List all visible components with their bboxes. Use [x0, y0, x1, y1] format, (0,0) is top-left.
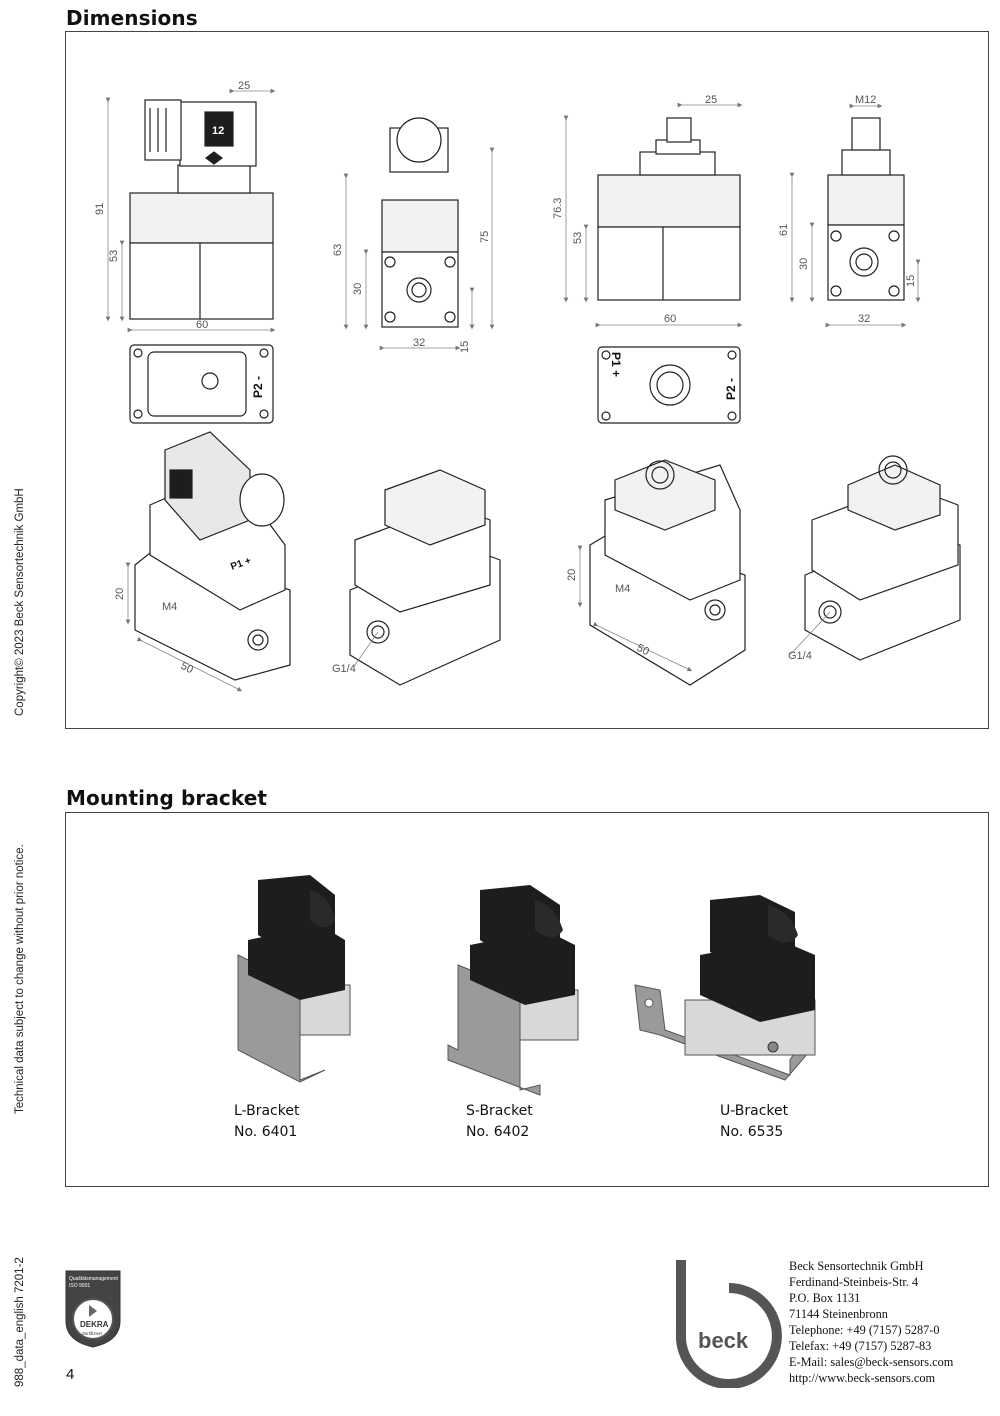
- cert-status: Zertifiziert: [82, 1331, 103, 1336]
- cert-line2: ISO 9001: [69, 1283, 90, 1289]
- company-address: Beck Sensortechnik GmbH Ferdinand-Steinb…: [789, 1258, 953, 1386]
- dim-15b: 15: [905, 275, 917, 287]
- bracket-number: No. 6402: [466, 1124, 530, 1140]
- dim-m12: M12: [855, 94, 876, 106]
- dim-60b: 60: [664, 313, 676, 325]
- iso-view-1: [134, 431, 291, 681]
- company-name: Beck Sensortechnik GmbH: [789, 1259, 924, 1273]
- drawing-side-m12: [597, 117, 741, 301]
- company-telefax: Telefax: +49 (7157) 5287-83: [789, 1339, 932, 1353]
- dim-61: 61: [778, 224, 790, 236]
- bracket-name: U-Bracket: [720, 1103, 789, 1119]
- dim-32b: 32: [858, 313, 870, 325]
- dim-25a: 25: [238, 80, 250, 92]
- connector-mark: 12: [212, 125, 224, 137]
- drawing-front-din: [381, 117, 459, 328]
- dim-32a: 32: [413, 337, 425, 349]
- dim-15a: 15: [459, 341, 471, 353]
- drawing-bottom-din: [129, 344, 274, 424]
- company-street: Ferdinand-Steinbeis-Str. 4: [789, 1275, 919, 1289]
- port-label-p1-m12: P1 +: [609, 352, 623, 377]
- u-bracket-image: [634, 895, 816, 1081]
- dim-53b: 53: [572, 232, 584, 244]
- bracket-title: Mounting bracket: [66, 786, 268, 810]
- drawing-side-din: [129, 99, 274, 320]
- dim-30b: 30: [798, 258, 810, 270]
- logo-text: beck: [698, 1328, 749, 1353]
- bracket-panel: L-Bracket No. 6401 S-Bracket No. 6402 U-…: [65, 812, 989, 1187]
- dim-g14a: G1/4: [332, 663, 356, 675]
- bracket-label-l: L-Bracket No. 6401: [234, 1101, 299, 1143]
- bracket-name: S-Bracket: [466, 1103, 533, 1119]
- cert-brand: DEKRA: [80, 1320, 109, 1329]
- dim-60a: 60: [196, 319, 208, 331]
- bracket-label-u: U-Bracket No. 6535: [720, 1101, 788, 1143]
- dimensions-panel: 25 91 53 60 63 30 75 15 32 25 76.3 53 60…: [65, 31, 989, 729]
- bracket-images: [237, 875, 816, 1096]
- iso-view-3: [589, 459, 746, 686]
- bracket-number: No. 6401: [234, 1124, 298, 1140]
- dim-30a: 30: [352, 283, 364, 295]
- notice-text: Technical data subject to change without…: [14, 844, 26, 1114]
- dim-53a: 53: [108, 250, 120, 262]
- page-number: 4: [66, 1366, 75, 1383]
- copyright-text: Copyright© 2023 Beck Sensortechnik GmbH: [14, 488, 26, 716]
- dim-75: 75: [479, 231, 491, 243]
- dim-25b: 25: [705, 94, 717, 106]
- iso-view-2: [349, 469, 501, 686]
- dim-m4b: M4: [615, 583, 630, 595]
- dim-50a: 50: [179, 660, 195, 676]
- dim-20a: 20: [114, 588, 126, 600]
- company-telephone: Telephone: +49 (7157) 5287-0: [789, 1323, 940, 1337]
- company-city: 71144 Steinenbronn: [789, 1307, 888, 1321]
- bracket-name: L-Bracket: [234, 1103, 300, 1119]
- bracket-label-s: S-Bracket No. 6402: [466, 1101, 533, 1143]
- sidebar: Copyright© 2023 Beck Sensortechnik GmbH …: [0, 0, 26, 1416]
- port-label-p2-m12: P2 -: [724, 378, 738, 400]
- dimension-drawings: 25 91 53 60 63 30 75 15 32 25 76.3 53 60…: [94, 80, 961, 692]
- company-pobox: P.O. Box 1131: [789, 1291, 861, 1305]
- dekra-cert-badge: Qualitätsmanagement ISO 9001 DEKRA Zerti…: [64, 1269, 122, 1349]
- dim-m4a: M4: [162, 601, 177, 613]
- dimensions-title: Dimensions: [66, 6, 198, 30]
- cert-line1: Qualitätsmanagement: [69, 1276, 119, 1282]
- doc-id-text: 988_data_english 7201-2: [14, 1257, 26, 1387]
- l-bracket-image: [237, 875, 351, 1083]
- drawing-front-m12: [827, 117, 905, 301]
- dim-g14b: G1/4: [788, 650, 812, 662]
- dim-63: 63: [332, 244, 344, 256]
- drawing-bottom-m12: [597, 346, 741, 424]
- company-email-link[interactable]: E-Mail: sales@beck-sensors.com: [789, 1355, 954, 1369]
- bracket-number: No. 6535: [720, 1124, 784, 1140]
- dim-91: 91: [94, 203, 106, 215]
- s-bracket-image: [447, 885, 579, 1096]
- iso-view-4: [804, 455, 961, 661]
- dim-76-3: 76.3: [552, 198, 564, 219]
- dim-20b: 20: [566, 569, 578, 581]
- dim-50b: 50: [635, 642, 651, 658]
- port-label-p2-din: P2 -: [251, 376, 265, 398]
- beck-logo: beck: [672, 1258, 784, 1389]
- company-web-link[interactable]: http://www.beck-sensors.com: [789, 1371, 936, 1385]
